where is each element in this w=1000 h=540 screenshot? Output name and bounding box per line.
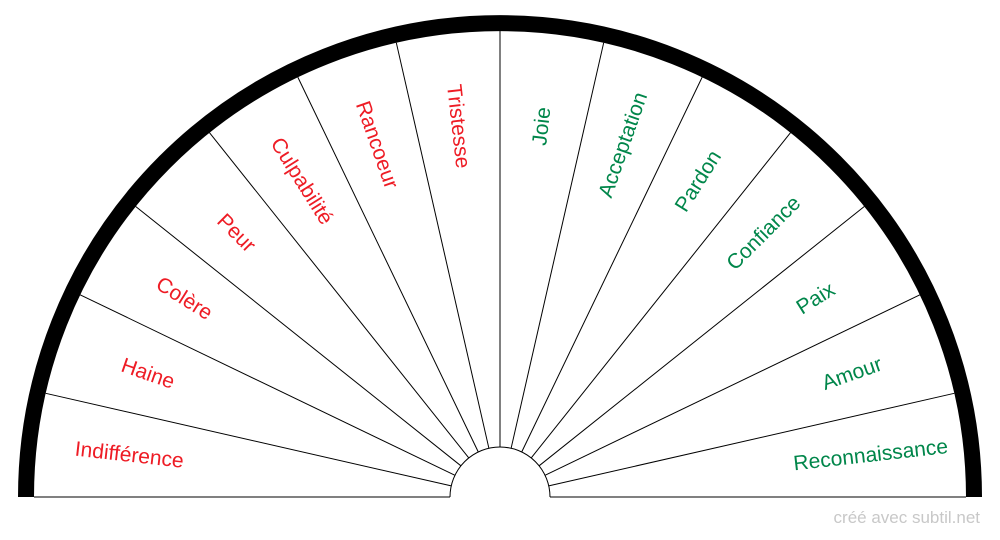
- segment-label: Reconnaissance: [792, 435, 949, 475]
- divider-line: [209, 132, 470, 459]
- segment-label: Peur: [212, 209, 260, 257]
- segment-label: Amour: [819, 353, 885, 395]
- divider-line: [45, 392, 452, 487]
- segment-label: Paix: [792, 278, 839, 319]
- outer-rim: [18, 15, 982, 498]
- divider-line: [395, 42, 490, 449]
- divider-line: [530, 132, 791, 459]
- segment-label: Haine: [118, 354, 177, 394]
- segment-label: Acceptation: [594, 89, 652, 200]
- divider-line: [79, 294, 456, 476]
- watermark-text: créé avec subtil.net: [833, 508, 980, 527]
- segment-label: Joie: [528, 106, 555, 147]
- divider-line: [521, 76, 703, 453]
- divider-line: [538, 206, 865, 467]
- divider-line: [297, 76, 479, 453]
- segment-label: Rancoeur: [351, 98, 403, 192]
- center-hub: [449, 446, 551, 498]
- divider-line: [135, 206, 462, 467]
- divider-line: [548, 392, 955, 487]
- segment-label: Tristesse: [442, 83, 474, 169]
- segment-label: Pardon: [671, 146, 727, 216]
- divider-lines: [34, 31, 966, 498]
- segment-label: Indifférence: [74, 438, 185, 473]
- segment-label: Culpabilité: [266, 134, 338, 229]
- segment-label: Colère: [152, 272, 217, 324]
- segment-label: Confiance: [722, 192, 805, 275]
- divider-line: [544, 294, 921, 476]
- divider-line: [510, 42, 605, 449]
